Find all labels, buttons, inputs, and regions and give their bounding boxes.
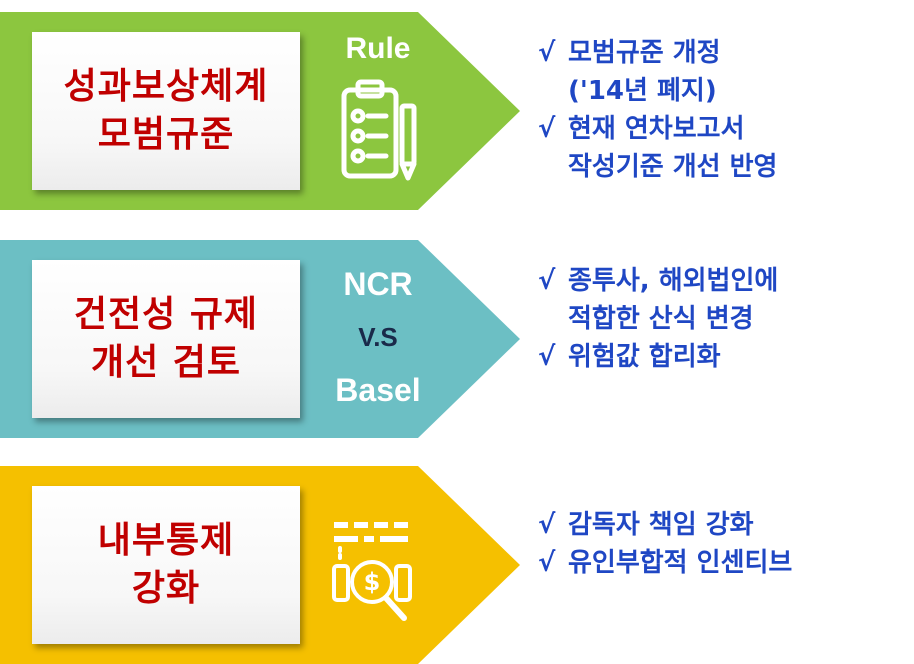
ncr-basel-label-group: NCR V.S Basel bbox=[318, 256, 438, 422]
note-text: 모범규준 개정 bbox=[568, 38, 721, 68]
note-text: 종투사, 해외법인에 bbox=[568, 266, 779, 296]
title-box-internal-control: 내부통제 강화 bbox=[32, 486, 300, 644]
check-mark-icon: √ bbox=[538, 342, 556, 372]
note-item: √ 현재 연차보고서 bbox=[538, 110, 910, 148]
svg-text:$: $ bbox=[364, 568, 381, 596]
vs-label: V.S bbox=[358, 322, 398, 352]
clipboard-checklist-icon bbox=[341, 79, 417, 181]
note-text: 유인부합적 인센티브 bbox=[568, 548, 793, 578]
title-line: 개선 검토 bbox=[90, 342, 241, 383]
title-line: 모범규준 bbox=[97, 114, 235, 155]
check-mark-icon: √ bbox=[538, 266, 556, 296]
note-text-cont: 적합한 산식 변경 bbox=[568, 304, 754, 334]
row-compensation-rule: 성과보상체계 모범규준 Rule √ 모범규준 개정 ('14년 폐지) √ 현재 … bbox=[0, 12, 914, 210]
audit-icon-group: $ bbox=[318, 482, 438, 648]
note-item: √ 모범규준 개정 bbox=[538, 34, 910, 72]
note-text: 현재 연차보고서 bbox=[568, 114, 745, 144]
rule-icon-group: Rule bbox=[318, 28, 438, 194]
note-item: √ 감독자 책임 강화 bbox=[538, 506, 910, 544]
note-text-cont: 작성기준 개선 반영 bbox=[568, 152, 778, 182]
note-text: 감독자 책임 강화 bbox=[568, 510, 754, 540]
ncr-label: NCR bbox=[343, 266, 413, 302]
check-mark-icon: √ bbox=[538, 38, 556, 68]
check-mark-icon: √ bbox=[538, 510, 556, 540]
money-audit-magnifier-icon: $ bbox=[332, 522, 412, 621]
row-internal-control: 내부통제 강화 $ √감독자 책임 강화 √유인 bbox=[0, 466, 914, 664]
rule-label: Rule bbox=[345, 32, 411, 65]
note-item: √ 종투사, 해외법인에 bbox=[538, 262, 910, 300]
notes-list: √ 종투사, 해외법인에 적합한 산식 변경 √ 위험값 합리화 bbox=[538, 262, 910, 376]
title-box-compensation: 성과보상체계 모범규준 bbox=[32, 32, 300, 190]
note-item: √ 유인부합적 인센티브 bbox=[538, 544, 910, 582]
note-text-cont: ('14년 폐지) bbox=[568, 76, 717, 106]
title-line: 내부통제 bbox=[97, 520, 235, 561]
title-line: 건전성 규제 bbox=[73, 294, 259, 335]
basel-label: Basel bbox=[335, 372, 421, 408]
title-line: 강화 bbox=[131, 568, 201, 609]
title-box-soundness: 건전성 규제 개선 검토 bbox=[32, 260, 300, 418]
check-mark-icon: √ bbox=[538, 114, 556, 144]
notes-list: √ 모범규준 개정 ('14년 폐지) √ 현재 연차보고서 작성기준 개선 반영 bbox=[538, 34, 910, 186]
note-text: 위험값 합리화 bbox=[568, 342, 721, 372]
title-line: 성과보상체계 bbox=[63, 66, 269, 107]
row-soundness-regulation: 건전성 규제 개선 검토 NCR V.S Basel √ 종투사, 해외법인에 적… bbox=[0, 240, 914, 438]
note-item: √ 위험값 합리화 bbox=[538, 338, 910, 376]
notes-list: √ 감독자 책임 강화 √ 유인부합적 인센티브 bbox=[538, 506, 910, 582]
check-mark-icon: √ bbox=[538, 548, 556, 578]
